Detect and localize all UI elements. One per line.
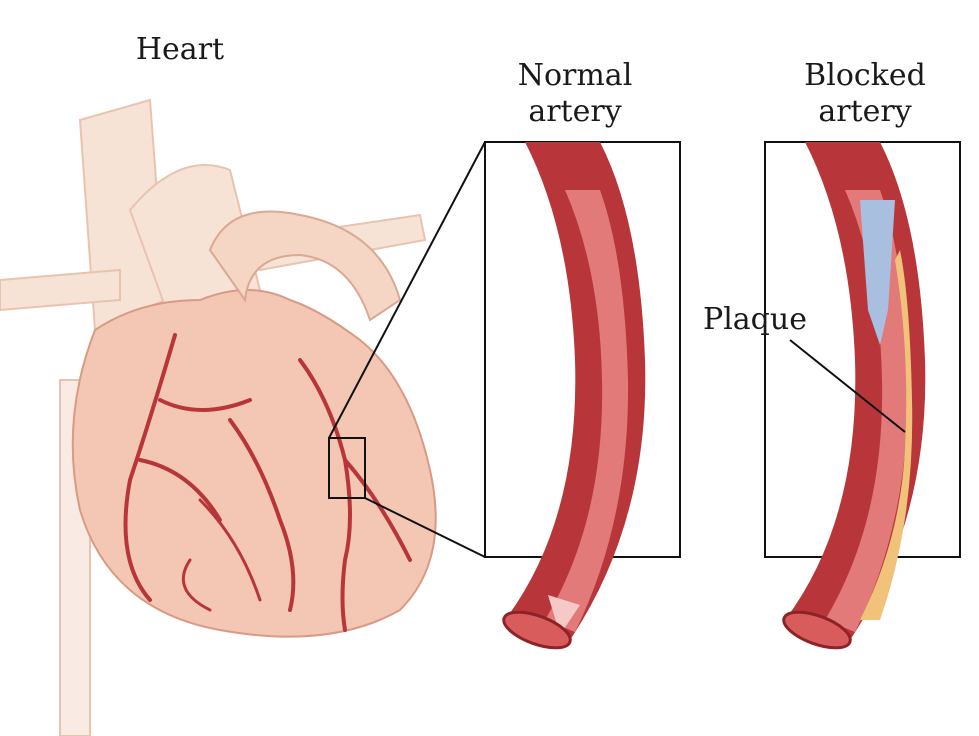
coronary-arteries xyxy=(123,333,412,632)
normal-artery-label: Normal artery xyxy=(500,58,650,130)
zoom-connector-top xyxy=(328,141,486,439)
zoom-connector-bottom xyxy=(364,497,486,558)
normal-artery-label-line1: Normal xyxy=(517,58,633,93)
heart-label: Heart xyxy=(135,32,225,67)
zoom-region-box xyxy=(328,437,366,499)
blocked-artery-label: Blocked artery xyxy=(790,58,940,130)
normal-artery xyxy=(502,142,646,650)
blocked-artery-label-line2: artery xyxy=(818,94,912,129)
plaque-label: Plaque xyxy=(703,302,807,337)
aorta xyxy=(208,210,402,322)
blood-flow-arrow-icon xyxy=(860,200,895,345)
normal-artery-label-line2: artery xyxy=(528,94,622,129)
plaque-pointer-line xyxy=(789,339,906,433)
flow-arrow-icon xyxy=(548,595,580,635)
blocked-artery xyxy=(782,142,926,650)
great-vessels xyxy=(0,98,427,736)
blocked-artery-label-line1: Blocked xyxy=(804,58,926,93)
